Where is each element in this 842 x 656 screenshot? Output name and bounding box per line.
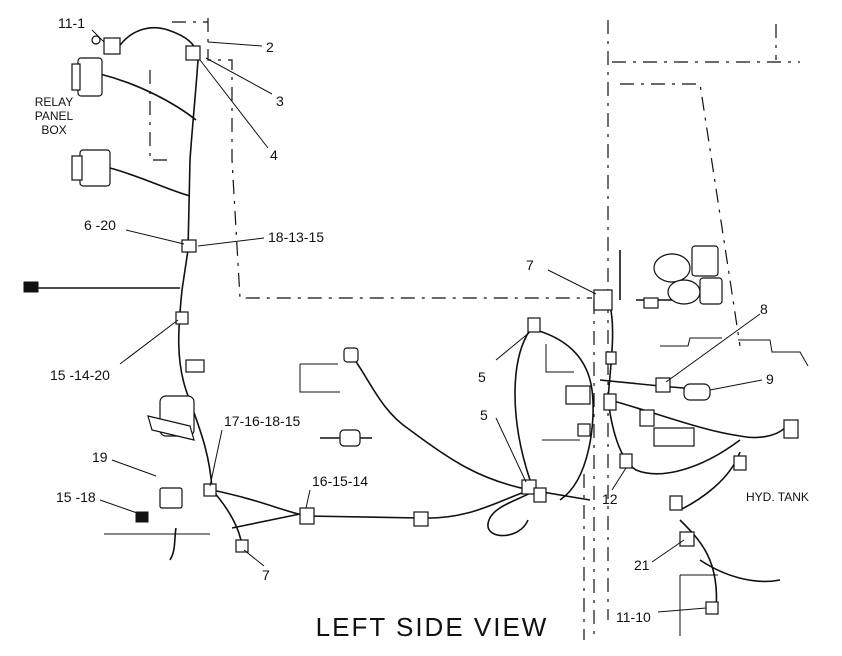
callout-label: 19 <box>92 449 108 465</box>
callout-label: 3 <box>276 93 284 109</box>
callout-labels: 11-1 2 3 4 6 -20 18-13-15 15 -14-20 7 8 … <box>50 15 774 625</box>
hyd-tank-label: HYD. TANK <box>746 490 809 504</box>
relay-label-line1: RELAY <box>35 95 73 109</box>
callout-label: 15 -18 <box>56 489 96 505</box>
callout-label: 9 <box>766 371 774 387</box>
callout-label: 15 -14-20 <box>50 367 110 383</box>
components <box>23 35 799 615</box>
harness-wires <box>30 26 791 611</box>
callout-label: 4 <box>270 147 278 163</box>
callout-label: 2 <box>266 39 274 55</box>
callout-label: 8 <box>760 301 768 317</box>
relay-label-line3: BOX <box>41 123 66 137</box>
callout-label: 12 <box>602 491 618 507</box>
callout-label: 7 <box>526 257 534 273</box>
callout-label: 5 <box>478 369 486 385</box>
callout-label: 17-16-18-15 <box>224 413 300 429</box>
callout-label: 18-13-15 <box>268 229 324 245</box>
callout-label: 11-1 <box>58 15 85 31</box>
leader-lines <box>91 29 763 613</box>
callout-label: 5 <box>480 407 488 423</box>
callout-label: 11-10 <box>616 609 651 625</box>
diagram-title: LEFT SIDE VIEW <box>316 612 549 642</box>
machine-outline <box>104 18 809 640</box>
callout-label: 6 -20 <box>84 217 116 233</box>
relay-panel-box-label: RELAY PANEL BOX <box>35 95 74 137</box>
callout-label: 21 <box>634 557 650 573</box>
relay-label-line2: PANEL <box>35 109 74 123</box>
callout-label: 7 <box>262 567 270 583</box>
callout-label: 16-15-14 <box>312 473 368 489</box>
